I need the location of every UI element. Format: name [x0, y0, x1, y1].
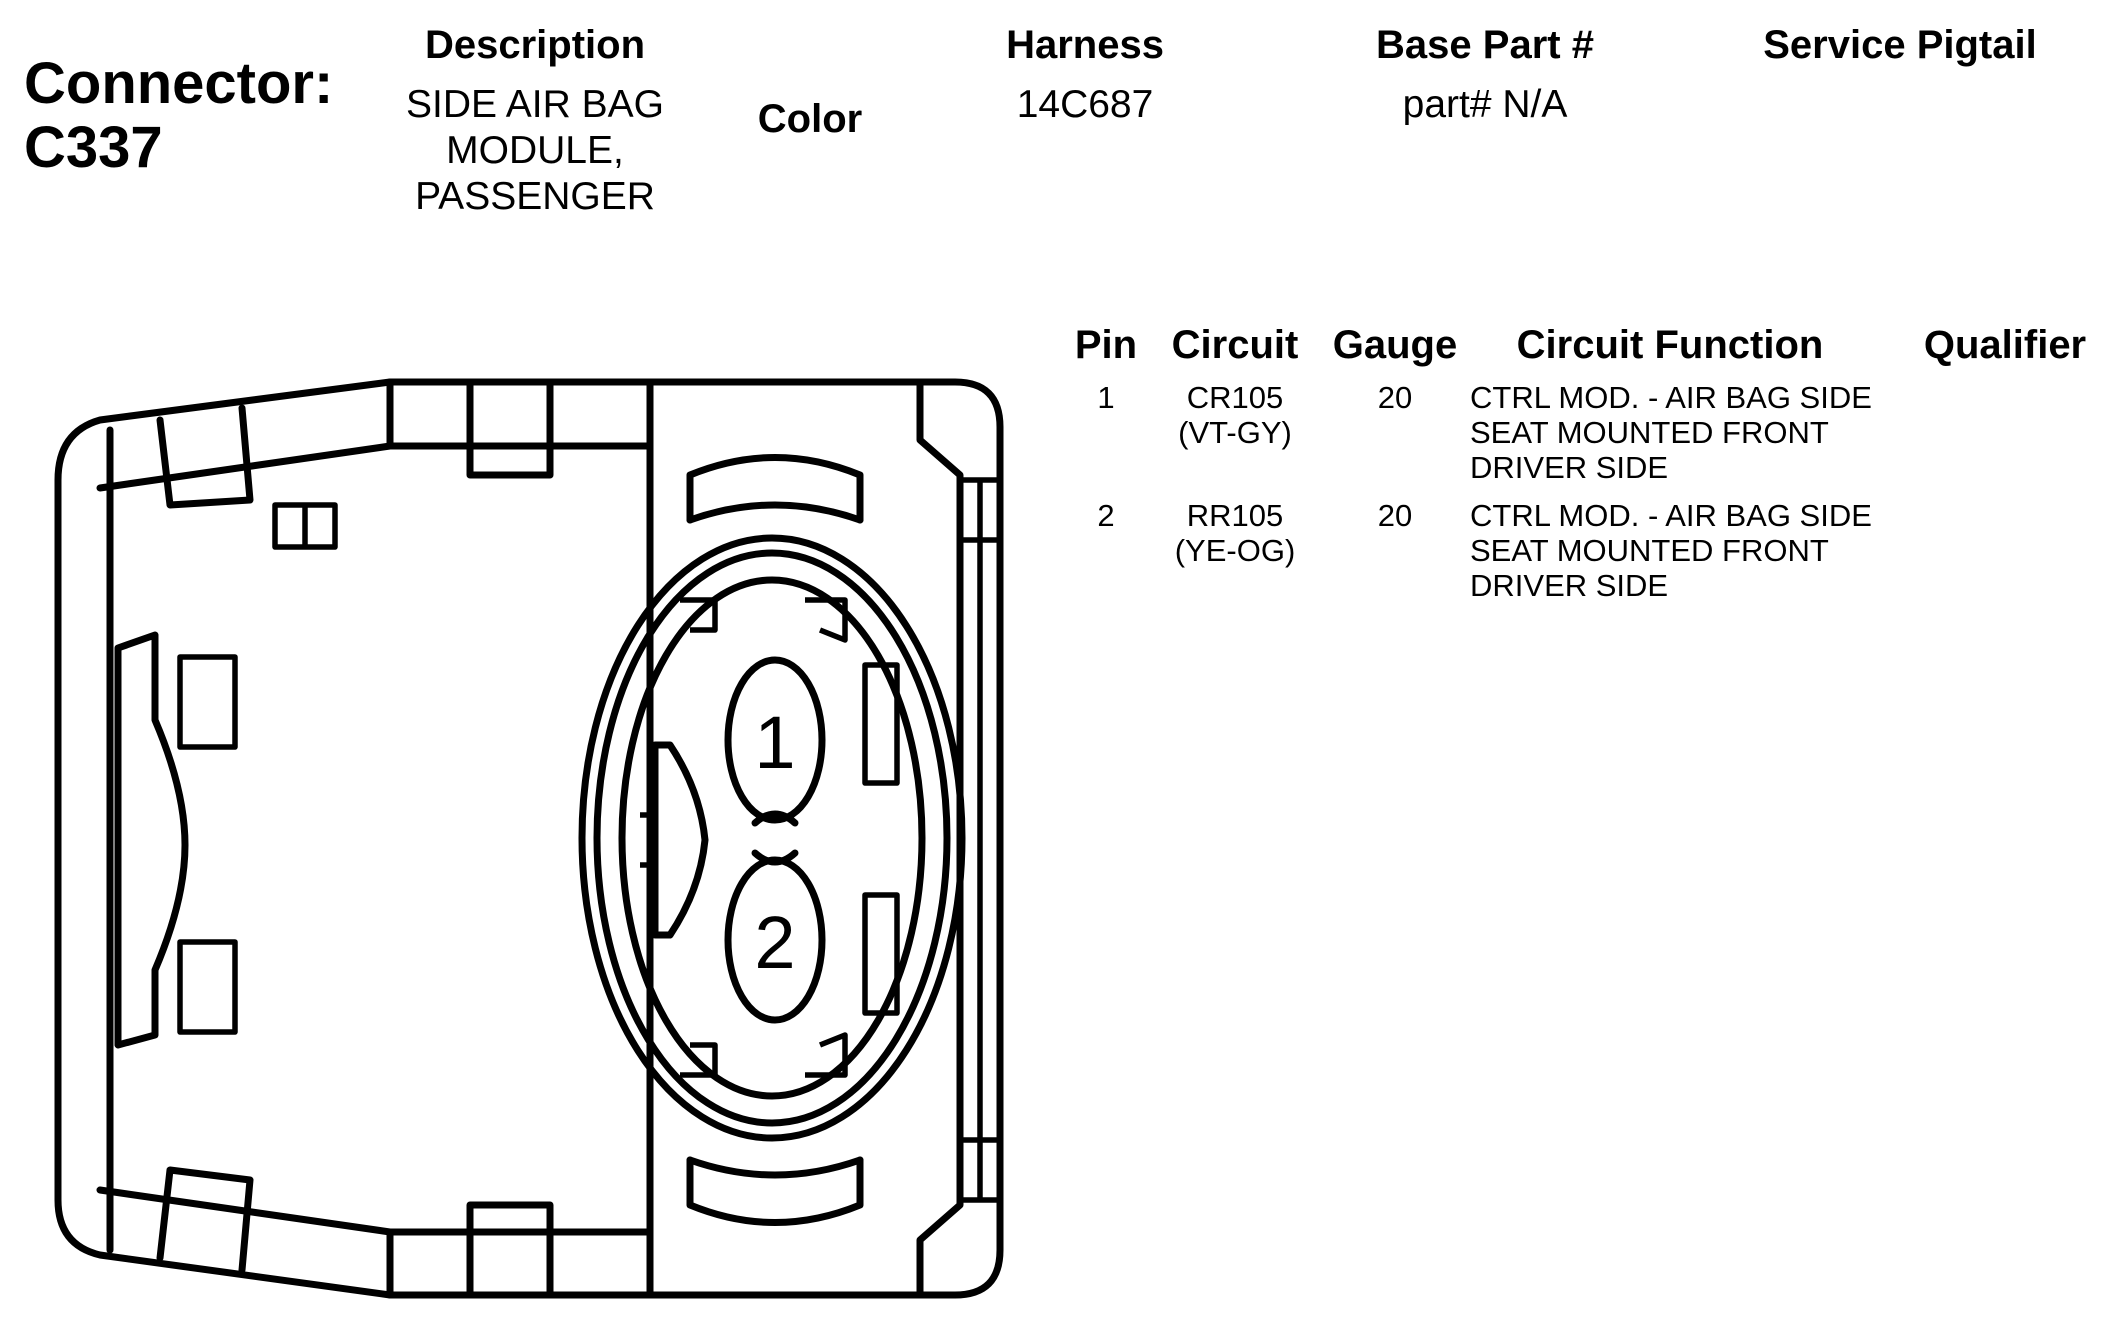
color-header: Color	[757, 97, 863, 141]
pin-1-label: 1	[754, 701, 795, 784]
connector-body-outline	[54, 378, 1004, 1299]
harness-value: 14C687	[1016, 83, 1154, 126]
row-circuit: RR105	[1186, 498, 1284, 533]
row-function-line: DRIVER SIDE	[1470, 568, 1669, 603]
row-function-line: DRIVER SIDE	[1470, 450, 1669, 485]
row-function-line: SEAT MOUNTED FRONT	[1470, 415, 1829, 450]
pin-column-header: Pin	[1074, 323, 1138, 367]
circuit-function-column-header: Circuit Function	[1516, 323, 1824, 367]
row-function-line: CTRL MOD. - AIR BAG SIDE	[1470, 380, 1872, 415]
gauge-column-header: Gauge	[1332, 323, 1458, 367]
qualifier-column-header: Qualifier	[1923, 323, 2087, 367]
table-row: 2 RR105 (YE-OG) 20 CTRL MOD. - AIR BAG S…	[1060, 498, 2100, 608]
connector-title: Connector: C337	[24, 51, 334, 180]
base-part-value: part# N/A	[1402, 83, 1568, 126]
row-pin: 2	[1097, 498, 1115, 533]
row-function-line: SEAT MOUNTED FRONT	[1470, 533, 1829, 568]
service-pigtail-header: Service Pigtail	[1763, 23, 2037, 67]
harness-header: Harness	[1006, 23, 1164, 67]
row-pin: 1	[1097, 380, 1115, 415]
description-header: Description	[424, 23, 646, 67]
table-row: 1 CR105 (VT-GY) 20 CTRL MOD. - AIR BAG S…	[1060, 380, 2100, 490]
row-gauge: 20	[1377, 380, 1413, 415]
base-part-header: Base Part #	[1376, 23, 1594, 67]
row-circuit: CR105	[1186, 380, 1284, 415]
row-function-line: CTRL MOD. - AIR BAG SIDE	[1470, 498, 1872, 533]
pin-cavity-ring	[578, 454, 966, 1226]
pin-2-label: 2	[754, 901, 795, 984]
description-value: SIDE AIR BAG MODULE, PASSENGER	[406, 83, 664, 218]
circuit-column-header: Circuit	[1171, 323, 1299, 367]
row-gauge: 20	[1377, 498, 1413, 533]
row-circuit-color: (VT-GY)	[1178, 415, 1292, 450]
row-circuit-color: (YE-OG)	[1174, 533, 1296, 568]
